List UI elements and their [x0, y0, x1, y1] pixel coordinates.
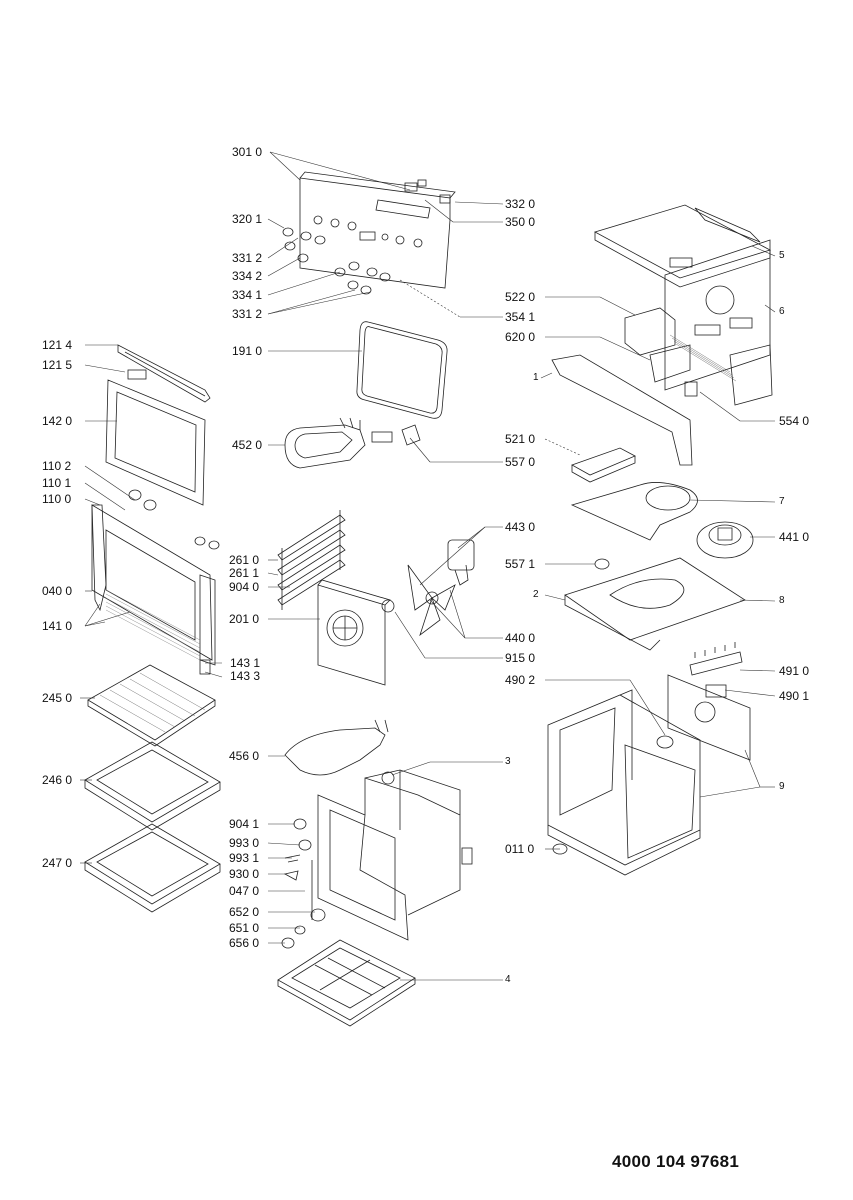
- drip-pan-part: [84, 823, 221, 913]
- label-440-0: 440 0: [505, 631, 536, 645]
- label-490-1: 490 1: [779, 689, 810, 703]
- label-350-0: 350 0: [505, 215, 536, 229]
- label-441-0: 441 0: [779, 530, 810, 544]
- cooling-fan-part: [696, 521, 754, 559]
- label-4: 4: [505, 974, 511, 985]
- label-143-3: 143 3: [230, 669, 261, 683]
- label-334-1: 334 1: [232, 288, 263, 302]
- label-245-0: 245 0: [42, 691, 73, 705]
- label-9: 9: [779, 781, 785, 792]
- rear-panel-part: [667, 674, 751, 761]
- label-334-2: 334 2: [232, 269, 263, 283]
- label-5: 5: [779, 250, 785, 261]
- label-121-4: 121 4: [42, 338, 73, 352]
- label-522-0: 522 0: [505, 290, 536, 304]
- label-1: 1: [533, 372, 539, 383]
- back-cover-part: [664, 239, 771, 391]
- label-6: 6: [779, 306, 785, 317]
- knobs-part: [282, 227, 391, 295]
- control-panel-part: [299, 171, 456, 289]
- housing-part: [547, 689, 701, 876]
- label-331-2-b: 331 2: [232, 307, 263, 321]
- fan-and-motor-part: [381, 539, 475, 637]
- label-142-0: 142 0: [42, 414, 73, 428]
- label-456-0: 456 0: [229, 749, 260, 763]
- label-620-0: 620 0: [505, 330, 536, 344]
- label-040-0: 040 0: [42, 584, 73, 598]
- cavity-part: [317, 769, 473, 941]
- door-frame-part: [91, 504, 220, 675]
- terminal-strip-part: [689, 642, 743, 676]
- oven-rack-part: [87, 664, 216, 747]
- gasket-part: [356, 321, 448, 419]
- baking-tray-part: [84, 741, 221, 831]
- label-651-0: 651 0: [229, 921, 260, 935]
- label-247-0: 247 0: [42, 856, 73, 870]
- label-930-0: 930 0: [229, 867, 260, 881]
- insulation-plate-part: [564, 557, 746, 651]
- shelf-supports-part: [277, 510, 346, 610]
- label-3: 3: [505, 756, 511, 767]
- label-110-0: 110 0: [42, 492, 72, 506]
- label-2: 2: [533, 589, 539, 600]
- label-521-0: 521 0: [505, 432, 536, 446]
- label-110-2: 110 2: [42, 459, 72, 473]
- label-301-0: 301 0: [232, 145, 263, 159]
- label-554-0: 554 0: [779, 414, 810, 428]
- label-047-0: 047 0: [229, 884, 260, 898]
- label-443-0: 443 0: [505, 520, 536, 534]
- label-201-0: 201 0: [229, 612, 260, 626]
- fan-duct-part: [570, 482, 698, 541]
- label-246-0: 246 0: [42, 773, 73, 787]
- label-261-1: 261 1: [229, 566, 260, 580]
- label-354-1: 354 1: [505, 310, 536, 324]
- label-452-0: 452 0: [232, 438, 263, 452]
- label-993-1: 993 1: [229, 851, 260, 865]
- back-panel-part: [317, 579, 391, 686]
- label-8: 8: [779, 595, 785, 606]
- terminal-block-part: [571, 447, 636, 483]
- label-110-1: 110 1: [42, 476, 72, 490]
- bottom-cover-part: [277, 939, 416, 1027]
- label-915-0: 915 0: [505, 651, 536, 665]
- document-number: 4000 104 97681: [612, 1152, 740, 1171]
- label-490-2: 490 2: [505, 673, 536, 687]
- label-320-1: 320 1: [232, 212, 263, 226]
- label-904-1: 904 1: [229, 817, 260, 831]
- label-191-0: 191 0: [232, 344, 263, 358]
- label-652-0: 652 0: [229, 905, 260, 919]
- label-331-2: 331 2: [232, 251, 263, 265]
- label-141-0: 141 0: [42, 619, 73, 633]
- bottom-heater-part: [284, 719, 395, 785]
- label-557-1: 557 1: [505, 557, 536, 571]
- door-handle-part: [117, 344, 211, 403]
- label-656-0: 656 0: [229, 936, 260, 950]
- label-121-5: 121 5: [42, 358, 73, 372]
- label-904-0: 904 0: [229, 580, 260, 594]
- label-7: 7: [779, 496, 785, 507]
- label-993-0: 993 0: [229, 836, 260, 850]
- small-parts: [281, 818, 326, 949]
- top-cover-part: [593, 204, 772, 288]
- top-heater-part: [284, 417, 421, 469]
- door-glass-part: [105, 379, 206, 511]
- label-143-1: 143 1: [230, 656, 261, 670]
- leader-lines: [80, 151, 776, 981]
- label-557-0: 557 0: [505, 455, 536, 469]
- label-491-0: 491 0: [779, 664, 810, 678]
- label-261-0: 261 0: [229, 553, 260, 567]
- side-bracket-part: [551, 354, 693, 466]
- control-unit-part: [624, 307, 773, 406]
- label-011-0: 011 0: [505, 842, 535, 856]
- label-332-0: 332 0: [505, 197, 536, 211]
